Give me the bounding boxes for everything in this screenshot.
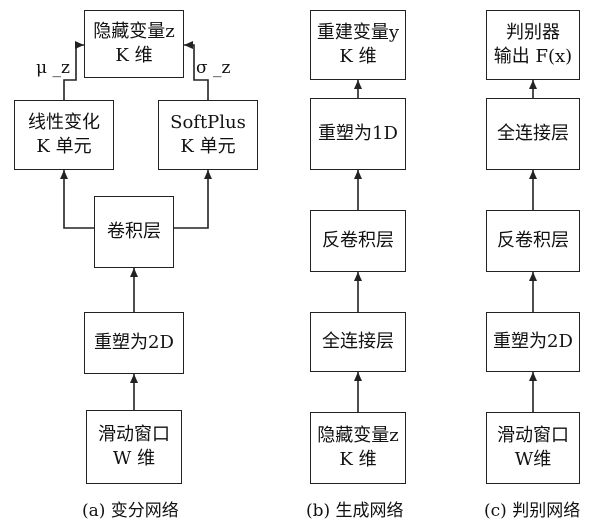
box-reshape-2d-a: 重塑为2D xyxy=(84,312,184,374)
box-line: 判别器 xyxy=(506,22,560,43)
box-line: 反卷积层 xyxy=(497,230,569,251)
box-line: 全连接层 xyxy=(322,331,394,352)
label-mu-z: μ _z xyxy=(36,58,70,78)
box-window-c: 滑动窗口 W维 xyxy=(486,412,580,484)
box-line: 重塑为2D xyxy=(94,332,174,353)
caption-c: (c) 判别网络 xyxy=(484,501,581,521)
box-hidden-z-a: 隐藏变量z K 维 xyxy=(84,10,184,78)
box-line: 重塑为2D xyxy=(493,331,573,352)
caption-a: (a) 变分网络 xyxy=(82,501,179,521)
box-line: K 维 xyxy=(339,46,377,67)
box-reshape-2d-c: 重塑为2D xyxy=(486,312,580,372)
box-reshape-1d: 重塑为1D xyxy=(310,98,406,170)
caption-b: (b) 生成网络 xyxy=(306,501,404,521)
box-line: SoftPlus xyxy=(170,112,246,133)
box-line: K 单元 xyxy=(36,136,92,157)
box-line: 线性变化 xyxy=(28,112,100,133)
box-line: 隐藏变量z xyxy=(317,425,399,446)
box-line: 滑动窗口 xyxy=(497,425,569,446)
arrow-conv-to-linear xyxy=(60,170,94,229)
box-hidden-z-b: 隐藏变量z K 维 xyxy=(310,412,406,484)
arrow-linear-to-z xyxy=(63,41,84,100)
box-line: 全连接层 xyxy=(497,123,569,144)
box-deconv-b: 反卷积层 xyxy=(310,210,406,272)
box-line: 重塑为1D xyxy=(318,123,398,144)
box-softplus: SoftPlus K 单元 xyxy=(158,100,258,170)
arrow-conv-to-softplus xyxy=(174,170,212,229)
box-line: 反卷积层 xyxy=(322,230,394,251)
box-line: W 维 xyxy=(112,448,156,469)
box-window-a: 滑动窗口 W 维 xyxy=(86,410,182,484)
box-line: 输出 F(x) xyxy=(493,46,573,67)
box-line: K 维 xyxy=(115,45,153,66)
box-line: 卷积层 xyxy=(107,221,161,242)
box-linear: 线性变化 K 单元 xyxy=(14,100,114,170)
arrow-softplus-to-z xyxy=(184,41,209,100)
box-deconv-c: 反卷积层 xyxy=(486,210,580,272)
box-line: W维 xyxy=(514,449,552,470)
box-fc-b: 全连接层 xyxy=(310,312,406,372)
box-line: 滑动窗口 xyxy=(98,424,170,445)
box-fc-c: 全连接层 xyxy=(486,98,580,170)
box-line: 隐藏变量z xyxy=(93,21,175,42)
box-conv: 卷积层 xyxy=(94,196,174,268)
box-line: K 维 xyxy=(339,449,377,470)
box-line: K 单元 xyxy=(180,136,236,157)
box-output-f: 判别器 输出 F(x) xyxy=(486,10,580,80)
box-output-y: 重建变量y K 维 xyxy=(310,10,406,80)
box-line: 重建变量y xyxy=(316,22,400,43)
label-sigma-z: σ _z xyxy=(196,58,231,78)
